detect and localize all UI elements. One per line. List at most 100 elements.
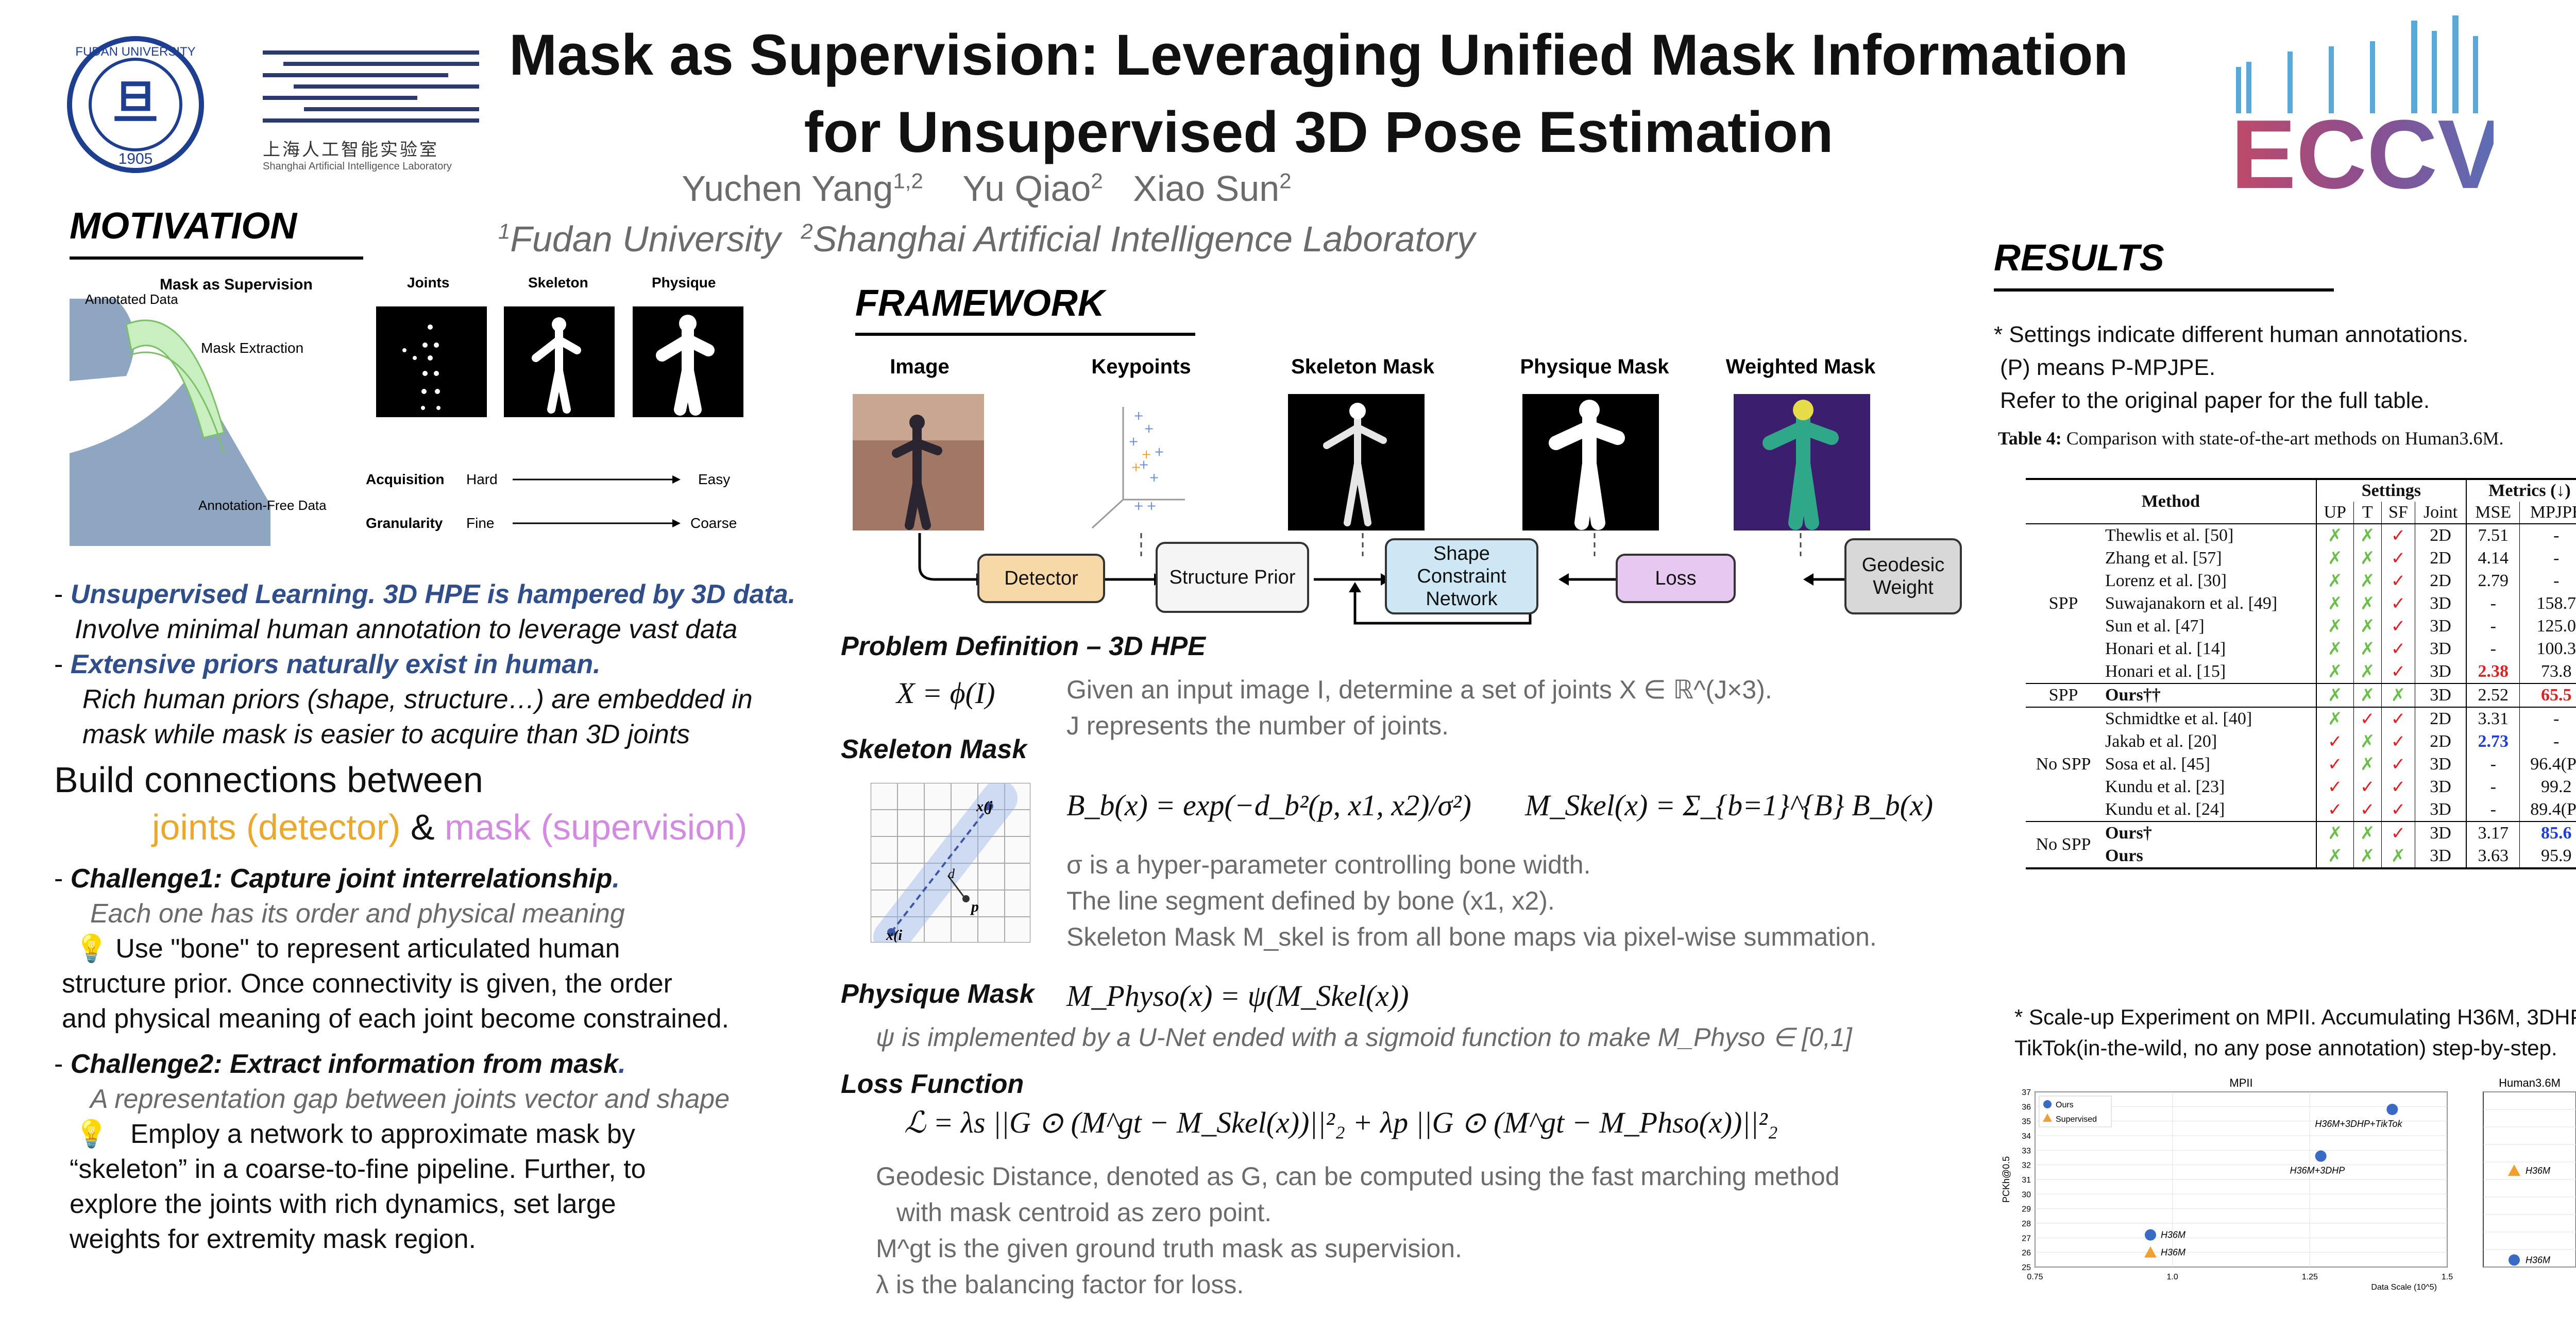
loss-desc4: λ is the balancing factor for loss. bbox=[876, 1270, 1244, 1299]
mse-cell: 3.63 bbox=[2466, 845, 2520, 868]
build-amp: & bbox=[400, 807, 445, 847]
table-row: Sosa et al. [45]✓✗✓3D-96.4(P) bbox=[2026, 753, 2576, 776]
setting-t-cell: ✓ bbox=[2353, 776, 2382, 798]
svg-text:1905: 1905 bbox=[118, 150, 153, 167]
setting-t-cell: ✗ bbox=[2353, 592, 2382, 615]
skeleton-eq1: B_b(x) = exp(−d_b²(p, x1, x2)/σ²) bbox=[1066, 789, 1471, 822]
mse-cell: 4.14 bbox=[2466, 547, 2520, 570]
setting-t-cell: ✓ bbox=[2353, 707, 2382, 730]
joints-col-label: Joints bbox=[407, 275, 449, 290]
ch1-body-line1: 💡 Use "bone" to represent articulated hu… bbox=[75, 934, 620, 964]
setting-up-cell: ✗ bbox=[2316, 524, 2354, 547]
loss-equation: ℒ = λs ||G ⊙ (M^gt − M_Skel(x))||²₂ + λp… bbox=[904, 1106, 1778, 1139]
setting-t-cell: ✗ bbox=[2353, 638, 2382, 660]
setting-sf-cell: ✓ bbox=[2381, 524, 2416, 547]
setting-t-cell: ✗ bbox=[2353, 753, 2382, 776]
group-label: No SPP bbox=[2036, 835, 2091, 854]
skeleton-title: Skeleton Mask bbox=[841, 734, 1027, 764]
method-cell: Kundu et al. [23] bbox=[2101, 776, 2317, 798]
table-row: Sun et al. [47]✗✗✓3D-125.0 bbox=[2026, 615, 2576, 638]
scale-note2: TikTok(in-the-wild, no any pose annotati… bbox=[2014, 1036, 2557, 1060]
build-joints: joints (detector) bbox=[152, 807, 401, 847]
th-settings: Settings bbox=[2316, 479, 2467, 502]
ch2-sub: A representation gap between joints vect… bbox=[90, 1084, 730, 1114]
mse-cell: 2.73 bbox=[2466, 730, 2520, 753]
mse-cell: 2.52 bbox=[2466, 683, 2520, 707]
mpii-point-label: H36M+3DHP bbox=[2290, 1166, 2345, 1176]
challenge1: - Challenge1: Capture joint interrelatio… bbox=[54, 864, 620, 894]
fudan-logo: 旦 FUDAN UNIVERSITY 1905 bbox=[66, 35, 205, 174]
skeleton-col-label: Skeleton bbox=[528, 275, 588, 290]
h36m-point-label: H36M bbox=[2526, 1255, 2550, 1265]
problem-equation: X = ϕ(I) bbox=[896, 676, 995, 710]
skeleton-desc1: σ is a hyper-parameter controlling bone … bbox=[1066, 850, 1591, 879]
setting-t-cell: ✓ bbox=[2353, 798, 2382, 821]
setting-sf-cell: ✓ bbox=[2381, 707, 2416, 730]
setting-t-cell: ✗ bbox=[2353, 821, 2382, 845]
setting-up-cell: ✓ bbox=[2316, 753, 2354, 776]
results-note2: (P) means P-MPJPE. bbox=[2000, 355, 2216, 380]
lightbulb-icon: 💡 bbox=[75, 934, 108, 964]
setting-up-cell: ✗ bbox=[2316, 845, 2354, 868]
bullet1-head: Unsupervised Learning. 3D HPE is hampere… bbox=[70, 579, 796, 609]
bullet2: - Extensive priors naturally exist in hu… bbox=[54, 649, 601, 679]
setting-sf-cell: ✓ bbox=[2381, 638, 2416, 660]
method-cell: Honari et al. [15] bbox=[2101, 660, 2317, 683]
setting-up-cell: ✗ bbox=[2316, 821, 2354, 845]
ch1-body2: structure prior. Once connectivity is gi… bbox=[62, 969, 672, 999]
mpii-legend-ours-marker bbox=[2043, 1100, 2052, 1108]
framework-underline bbox=[855, 333, 1195, 336]
mpii-point-label: H36M bbox=[2161, 1247, 2185, 1258]
results-notes: * Settings indicate different human anno… bbox=[1994, 318, 2468, 417]
mpii-chart-title: MPII bbox=[2229, 1076, 2252, 1089]
scale-notes: * Scale-up Experiment on MPII. Accumulat… bbox=[2014, 1002, 2576, 1064]
mse-cell: 2.79 bbox=[2466, 570, 2520, 592]
setting-up-cell: ✗ bbox=[2316, 615, 2354, 638]
mpjpe-cell: - bbox=[2553, 571, 2560, 590]
build-line2: joints (detector) & mask (supervision) bbox=[54, 803, 827, 851]
ch1-body3: and physical meaning of each joint becom… bbox=[62, 1004, 730, 1034]
image-col-label: Image bbox=[890, 355, 950, 378]
h36m-point-supervised bbox=[2508, 1165, 2520, 1176]
group-label: No SPP bbox=[2036, 755, 2091, 774]
th-metrics: Metrics (↓) bbox=[2488, 481, 2571, 500]
th-up: UP bbox=[2316, 502, 2354, 524]
eccv-logo-text: ECCV bbox=[2231, 100, 2494, 196]
bone-grid-figure: x(j x(i p d bbox=[870, 780, 1031, 955]
table-bottom-rule bbox=[2026, 868, 2576, 870]
motivation-text: - Unsupervised Learning. 3D HPE is hampe… bbox=[54, 577, 827, 1257]
th-t: T bbox=[2353, 502, 2382, 524]
th-sf: SF bbox=[2381, 502, 2416, 524]
poster-title-line1: Mask as Supervision: Leveraging Unified … bbox=[509, 23, 2128, 87]
table-row: Kundu et al. [24]✓✓✓3D-89.4(P) bbox=[2026, 798, 2576, 821]
setting-sf-cell: ✓ bbox=[2381, 798, 2416, 821]
setting-sf-cell: ✗ bbox=[2381, 845, 2416, 868]
mpii-legend-supervised-marker bbox=[2043, 1114, 2052, 1122]
geodesic-weight-box: Geodesic Weight bbox=[1844, 538, 1962, 614]
svg-text:FUDAN UNIVERSITY: FUDAN UNIVERSITY bbox=[75, 45, 195, 59]
mpjpe-cell: 158.7 bbox=[2536, 594, 2576, 613]
setting-up-cell: ✓ bbox=[2316, 776, 2354, 798]
mpii-y-tick-label: 26 bbox=[2022, 1249, 2031, 1258]
th-mpjpe: MPJPE bbox=[2530, 503, 2576, 522]
ch2-body2: “skeleton” in a coarse-to-fine pipeline.… bbox=[70, 1154, 646, 1184]
joint-cell: 2D bbox=[2415, 570, 2467, 592]
lightbulb-icon: 💡 bbox=[75, 1119, 108, 1149]
svg-text:+: + bbox=[1133, 499, 1144, 513]
setting-t-cell: ✗ bbox=[2353, 730, 2382, 753]
eccv-logo: ECCV bbox=[2226, 15, 2503, 209]
mpjpe-cell: 73.8 bbox=[2540, 662, 2572, 681]
skeleton-desc3: Skeleton Mask M_skel is from all bone ma… bbox=[1066, 922, 1877, 951]
setting-t-cell: ✗ bbox=[2353, 683, 2382, 707]
ch2-head: Challenge2: Extract information from mas… bbox=[70, 1049, 619, 1079]
mpjpe-cell: 96.4(P) bbox=[2530, 755, 2576, 774]
setting-sf-cell: ✓ bbox=[2381, 660, 2416, 683]
motivation-title: MOTIVATION bbox=[70, 206, 297, 247]
mpii-y-tick-label: 29 bbox=[2022, 1205, 2031, 1214]
setting-t-cell: ✗ bbox=[2353, 547, 2382, 570]
ch2-body-line1: 💡 Employ a network to approximate mask b… bbox=[75, 1119, 635, 1149]
setting-up-cell: ✗ bbox=[2316, 683, 2354, 707]
method-cell: Lorenz et al. [30] bbox=[2101, 570, 2317, 592]
